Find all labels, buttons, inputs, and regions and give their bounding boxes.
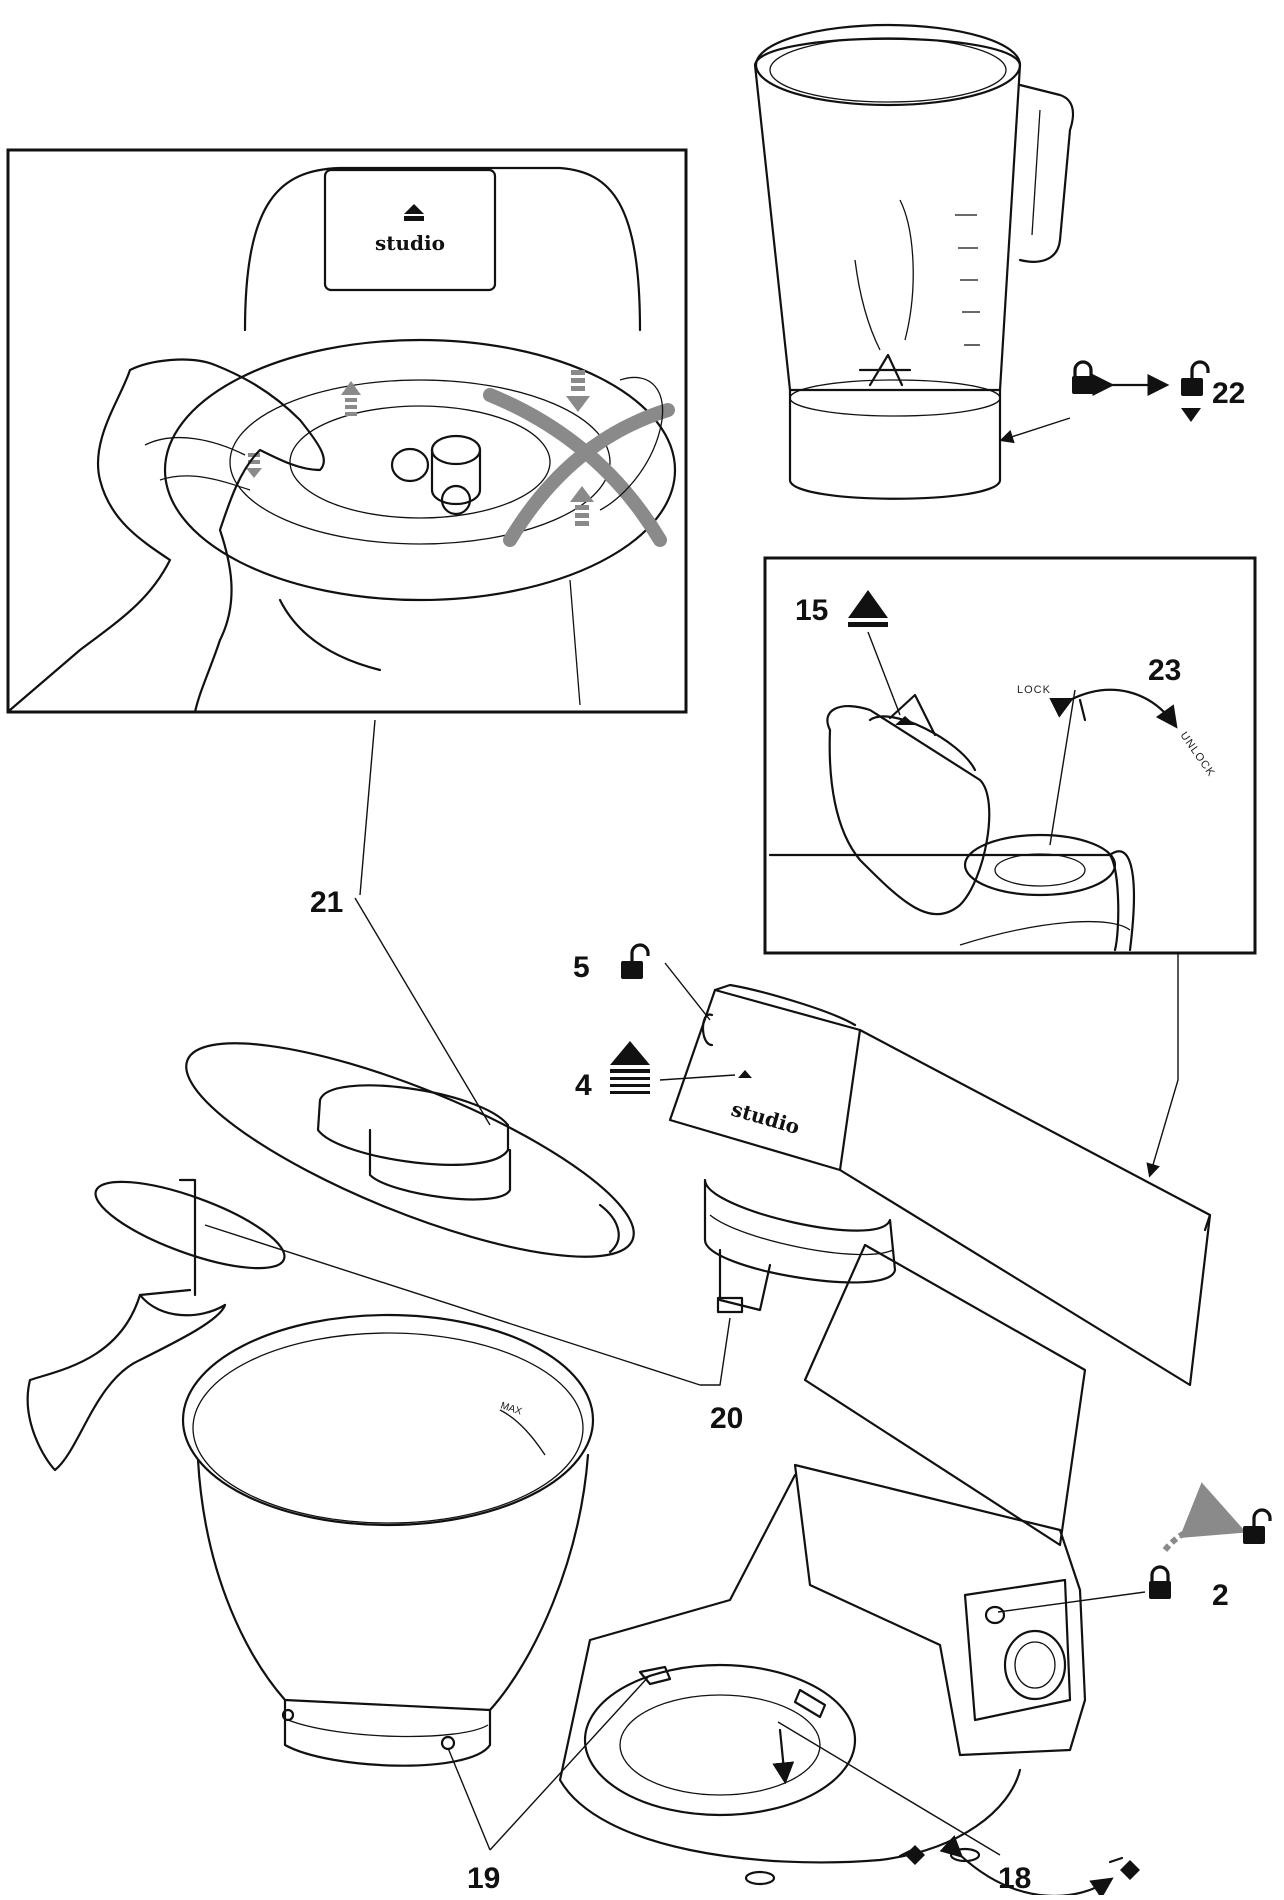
head-arm [838,1028,1212,1387]
rotate-left-icon [898,1845,925,1865]
callout-23: 23 [1148,654,1181,687]
head-lock-lever [984,1605,1006,1625]
down-triangle-icon [1181,408,1201,422]
goblet-handle [1018,83,1075,263]
beater-shaft [718,1248,772,1312]
splash-guard-disc [185,1042,635,1258]
padlock-open-icon [1179,360,1210,398]
outlet-well [963,833,1117,897]
bowl-lug-left [638,1665,672,1686]
speed-knob [1003,1629,1067,1701]
rotate-right-icon [1108,1856,1140,1880]
padlock-open-icon [619,943,650,981]
head-release-button [701,1013,714,1047]
mixer-column [803,1243,1087,1547]
hand-illustration [8,358,325,714]
eject-icon [404,204,424,214]
dough-hook-tool [26,1178,286,1472]
head-front [668,988,862,1172]
head-collar [703,1178,897,1284]
bowl-foot [283,1698,492,1767]
disc-hub [316,1084,510,1166]
lock-arc-arrow [1049,688,1178,729]
padlock-closed-icon [1147,1565,1173,1601]
mixing-bowl: MAX [181,1313,595,1767]
stand-mixer: studio [558,983,1212,1886]
lock-label: LOCK [1017,684,1051,696]
callout-20: 20 [710,1402,743,1435]
callout-5: 5 [573,951,590,984]
goblet-base [788,388,1002,500]
control-panel [963,1578,1072,1722]
bowl-seat [583,1663,857,1817]
blade-assembly [858,353,912,387]
inset-lock-unlock: 15 LOCK UNLOCK 23 [763,556,1257,955]
bowl-body [196,1453,590,1712]
head-badge-panel [323,168,497,292]
goblet-jar [753,37,1022,392]
bowl-lug-right [793,1688,827,1719]
inset-logo: studio [375,231,445,255]
mixer-head-top [243,166,642,332]
flip-lid [826,705,991,916]
blender-goblet: 22 [753,23,1245,500]
callout-2: 2 [1212,1579,1229,1612]
eject-icon [848,590,888,618]
drive-socket [430,448,482,506]
grey-curve-arrow [1162,1482,1247,1552]
inset-outlet-cover: studio [6,148,688,714]
callout-21: 21 [310,886,343,919]
goblet-leader [999,417,1071,444]
callout-22: 22 [1212,377,1245,410]
eject-icon [610,1041,650,1065]
callout-19: 19 [467,1862,500,1895]
outlet-cover-plate [163,338,677,602]
mixer-base [558,1473,1022,1864]
max-label: MAX [499,1400,523,1417]
goblet-graduations [955,214,980,346]
bowl-rim [181,1313,595,1527]
callout-15: 15 [795,594,828,627]
inset-connector [1146,953,1179,1178]
drive-outlet [390,447,430,483]
lock-inset-frame [763,556,1257,955]
mixer-pedestal [793,1463,1087,1757]
callout-4: 4 [575,1069,592,1102]
rotate-arrow [939,1835,1114,1899]
padlock-open-icon [1241,1508,1272,1546]
hook-arm [26,1288,227,1472]
mixer-logo: studio [729,1097,803,1139]
padlock-closed-icon [1070,360,1096,396]
